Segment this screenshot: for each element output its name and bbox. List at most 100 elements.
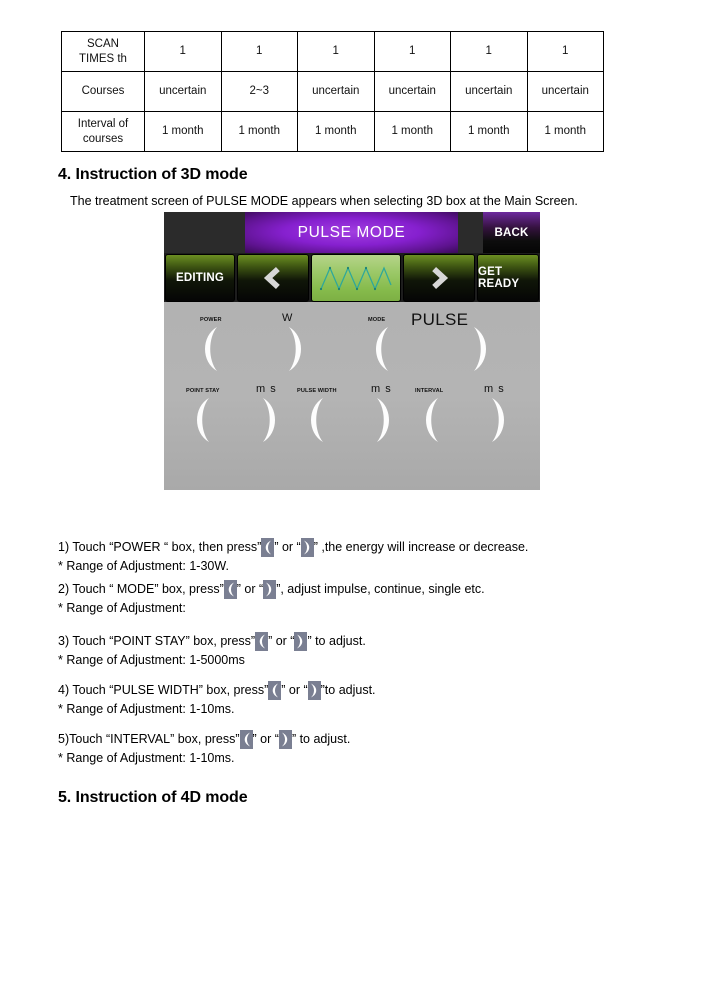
interval-increase-knob[interactable] xyxy=(486,397,512,443)
instruction-item-3: 3) Touch “POINT STAY” box, press”” or “”… xyxy=(58,632,366,670)
instruction-3-post: ” to adjust. xyxy=(307,634,366,648)
crescent-right-icon xyxy=(263,398,275,442)
instruction-2-mid: ” or “ xyxy=(236,582,264,596)
next-mode-button[interactable] xyxy=(403,254,475,302)
instruction-2-pre: 2) Touch “ MODE” box, press” xyxy=(58,582,224,596)
instruction-3-pre: 3) Touch “POINT STAY” box, press” xyxy=(58,634,256,648)
table-cell: uncertain xyxy=(450,71,528,112)
pulse-width-unit-label: m s xyxy=(371,383,392,395)
crescent-right-icon xyxy=(377,398,389,442)
table-cell: 1 xyxy=(373,31,451,72)
mode-knob-label: MODE xyxy=(368,317,386,323)
crescent-left-icon xyxy=(261,538,275,557)
power-knob-label: POWER xyxy=(200,317,222,323)
device-title-label: PULSE MODE xyxy=(297,223,406,241)
interval-decrease-knob[interactable] xyxy=(418,397,444,443)
heading-instruction-3d-mode: 4. Instruction of 3D mode xyxy=(58,166,248,183)
device-button-row: EDITING GET READY xyxy=(164,253,540,302)
mode-increase-knob[interactable] xyxy=(468,326,494,372)
previous-mode-button[interactable] xyxy=(237,254,309,302)
instruction-4-range: * Range of Adjustment: 1-10ms. xyxy=(58,702,235,716)
device-title-banner: PULSE MODE xyxy=(245,212,458,253)
crescent-left-icon xyxy=(311,398,323,442)
table-cell: 1 month xyxy=(297,111,375,152)
point-stay-increase-knob[interactable] xyxy=(257,397,283,443)
pulse-width-increase-knob[interactable] xyxy=(371,397,397,443)
table-cell: uncertain xyxy=(526,71,604,112)
row-header-line: SCAN xyxy=(87,38,119,51)
instruction-4-post: ”to adjust. xyxy=(320,683,376,697)
instruction-5-mid: ” or “ xyxy=(252,732,279,746)
table-cell: 1 xyxy=(144,31,222,72)
mode-decrease-knob[interactable] xyxy=(368,326,394,372)
table-cell: 1 month xyxy=(220,111,298,152)
table-cell: 1 month xyxy=(450,111,528,152)
instruction-5-range: * Range of Adjustment: 1-10ms. xyxy=(58,751,235,765)
instruction-4-mid: ” or “ xyxy=(281,683,308,697)
waveform-display-button[interactable] xyxy=(311,254,401,302)
power-increase-knob[interactable] xyxy=(283,326,309,372)
get-ready-button-label: GET READY xyxy=(478,266,520,290)
power-decrease-knob[interactable] xyxy=(197,326,223,372)
crescent-right-icon xyxy=(492,398,504,442)
crescent-left-icon xyxy=(223,580,237,599)
crescent-right-icon xyxy=(289,327,301,371)
instruction-item-4: 4) Touch “PULSE WIDTH” box, press” ” or “… xyxy=(58,681,376,719)
row-header-line: TIMES th xyxy=(79,52,127,65)
row-header-line: Courses xyxy=(81,85,125,98)
back-button-label: BACK xyxy=(494,226,529,239)
point-stay-unit-label: m s xyxy=(256,383,277,395)
device-title-bar: PULSE MODE BACK xyxy=(164,212,540,253)
table-cell: 1 xyxy=(220,31,298,72)
instruction-5-post: ” to adjust. xyxy=(291,732,351,746)
device-screen-screenshot: PULSE MODE BACK EDITING xyxy=(164,212,540,490)
triangle-wave-icon xyxy=(319,266,392,291)
chevron-left-icon xyxy=(263,266,280,290)
instruction-1-pre: 1) Touch “POWER “ box, then press” xyxy=(58,540,262,554)
point-stay-knob-label: POINT STAY xyxy=(186,388,220,394)
instruction-1-range: * Range of Adjustment: 1-30W. xyxy=(58,559,229,573)
mode-value-label: PULSE xyxy=(411,310,469,329)
instruction-4-pre: 4) Touch “PULSE WIDTH” box, press” xyxy=(58,683,269,697)
crescent-left-icon xyxy=(197,398,209,442)
table-cell: 1 month xyxy=(144,111,222,152)
device-control-panel: POWER W MODE PULSE POINT STAY xyxy=(164,302,540,490)
crescent-right-icon xyxy=(300,538,314,557)
crescent-left-icon xyxy=(376,327,388,371)
editing-button[interactable]: EDITING xyxy=(165,254,235,302)
instruction-item-2: 2) Touch “ MODE” box, press” ” or “ ”, adj… xyxy=(58,580,485,618)
row-header-line: courses xyxy=(82,132,124,145)
crescent-left-icon xyxy=(268,681,282,700)
crescent-left-icon xyxy=(205,327,217,371)
row-header-line: Interval of xyxy=(77,118,129,131)
instruction-item-1: 1) Touch “POWER “ box, then press”” or “… xyxy=(58,538,528,576)
crescent-left-icon xyxy=(426,398,438,442)
instruction-2-post: ”, adjust impulse, continue, single etc. xyxy=(276,582,485,596)
instruction-1-post: ” ,the energy will increase or decrease. xyxy=(313,540,529,554)
pulse-width-decrease-knob[interactable] xyxy=(303,397,329,443)
chevron-right-icon xyxy=(432,266,449,290)
get-ready-button[interactable]: GET READY xyxy=(477,254,539,302)
table-cell: 1 xyxy=(526,31,604,72)
interval-knob-label: INTERVAL xyxy=(415,388,444,394)
point-stay-decrease-knob[interactable] xyxy=(189,397,215,443)
instruction-item-5: 5)Touch “INTERVAL” box, press”” or “” to… xyxy=(58,730,350,768)
crescent-right-icon xyxy=(263,580,277,599)
instruction-2-range: * Range of Adjustment: xyxy=(58,601,186,615)
crescent-right-icon xyxy=(294,632,308,651)
table-cell: uncertain xyxy=(297,71,375,112)
table-cell: 1 month xyxy=(373,111,451,152)
table-cell: 2~3 xyxy=(220,71,298,112)
table-cell: 1 xyxy=(450,31,528,72)
crescent-left-icon xyxy=(255,632,269,651)
instruction-3-range: * Range of Adjustment: 1-5000ms xyxy=(58,653,245,667)
editing-button-label: EDITING xyxy=(175,272,225,284)
back-button[interactable]: BACK xyxy=(483,212,540,253)
heading-instruction-4d-mode: 5. Instruction of 4D mode xyxy=(58,789,248,806)
